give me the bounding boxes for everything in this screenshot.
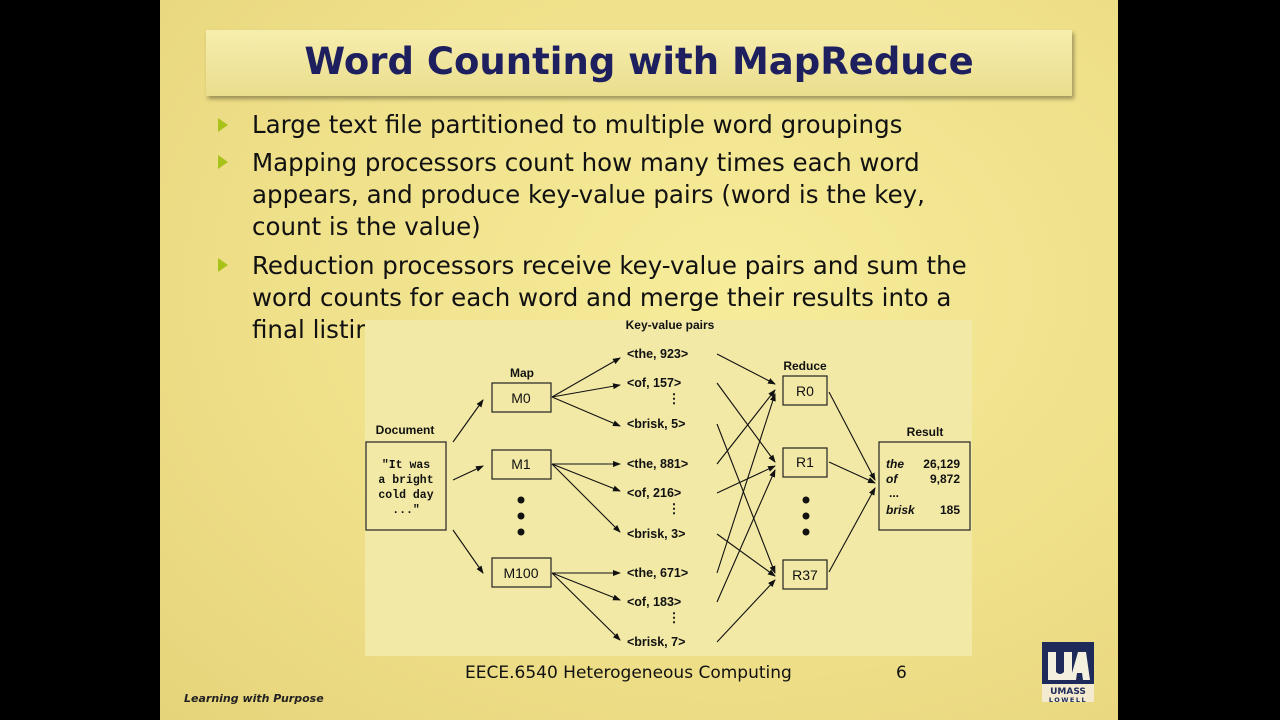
title-bar: Word Counting with MapReduce <box>206 30 1072 96</box>
result-label: Result <box>907 425 944 439</box>
bullet-line: count is the value) <box>252 212 481 241</box>
umass-lowell-logo: UMASS LOWELL <box>1042 642 1094 704</box>
pair-label: <brisk, 3> <box>627 527 685 541</box>
reducer-box-r1 <box>782 447 828 478</box>
bullet-marker-icon <box>218 258 228 272</box>
document-text-line: a bright <box>378 474 433 487</box>
bullet-line: Large text file partitioned to multiple … <box>252 110 903 139</box>
document-box <box>365 441 447 531</box>
result-count: 185 <box>940 503 960 517</box>
bullet-line: appears, and produce key-value pairs (wo… <box>252 180 925 209</box>
mapper-box-m0 <box>491 382 552 413</box>
pair-label: <of, 216> <box>627 486 681 500</box>
document-text-line: ..." <box>392 504 420 517</box>
page-number: 6 <box>896 663 907 683</box>
document-text-line: "It was <box>382 459 430 472</box>
result-word: brisk <box>886 503 916 517</box>
result-word: ... <box>889 486 899 500</box>
reducer-label: R37 <box>792 567 818 583</box>
pair-label: <brisk, 7> <box>627 635 685 649</box>
slide-footer: EECE.6540 Heterogeneous Computing <box>465 663 792 683</box>
mapper-label: M100 <box>503 565 538 581</box>
reducer-label: R1 <box>796 454 814 470</box>
pair-label: <the, 881> <box>627 457 688 471</box>
bullet-line: Mapping processors count how many times … <box>252 148 920 177</box>
bullet-3: Reduction processors receive key-value p… <box>252 250 967 346</box>
pair-label: <the, 923> <box>627 347 688 361</box>
map-label: Map <box>510 366 534 380</box>
bullet-line: final listing <box>252 315 387 344</box>
mapper-box-m100 <box>491 557 552 588</box>
logo-text: LOWELL <box>1049 696 1087 704</box>
mapper-label: M0 <box>511 390 531 406</box>
slide-title: Word Counting with MapReduce <box>304 40 974 83</box>
document-label: Document <box>376 423 435 437</box>
reducer-box-r37 <box>782 559 828 590</box>
mapper-label: M1 <box>511 456 531 472</box>
bullet-marker-icon <box>218 118 228 132</box>
result-count: 26,129 <box>923 457 960 471</box>
diagram-panel: Document Map Key-value pairs Reduce Resu… <box>365 320 972 656</box>
result-word: the <box>886 457 904 471</box>
pair-label: <of, 157> <box>627 376 681 390</box>
key-value-pairs-label: Key-value pairs <box>626 320 715 332</box>
svg-text:⋮: ⋮ <box>668 610 681 625</box>
pair-label: <brisk, 5> <box>627 417 685 431</box>
mapper-box-m1 <box>491 449 552 480</box>
slide: Word Counting with MapReduce Large text … <box>160 0 1118 720</box>
mapreduce-diagram: Document Map Key-value pairs Reduce Resu… <box>365 320 971 649</box>
bullet-line: word counts for each word and merge thei… <box>252 283 952 312</box>
pair-label: <the, 671> <box>627 566 688 580</box>
svg-text:⋮: ⋮ <box>668 501 681 516</box>
reducer-label: R0 <box>796 383 814 399</box>
result-word: of <box>886 472 898 486</box>
result-box <box>878 441 971 531</box>
pair-label: <of, 183> <box>627 595 681 609</box>
tagline: Learning with Purpose <box>184 692 324 705</box>
result-count: 9,872 <box>930 472 960 486</box>
bullet-marker-icon <box>218 155 228 169</box>
svg-text:⋮: ⋮ <box>668 391 681 406</box>
bullet-line: Reduction processors receive key-value p… <box>252 251 967 280</box>
bullet-1: Large text file partitioned to multiple … <box>252 109 902 141</box>
reduce-label: Reduce <box>783 359 827 373</box>
reducer-box-r0 <box>782 375 828 406</box>
document-text-line: cold day <box>378 489 433 502</box>
logo-text: UMASS <box>1050 687 1086 697</box>
bullet-2: Mapping processors count how many times … <box>252 147 925 243</box>
